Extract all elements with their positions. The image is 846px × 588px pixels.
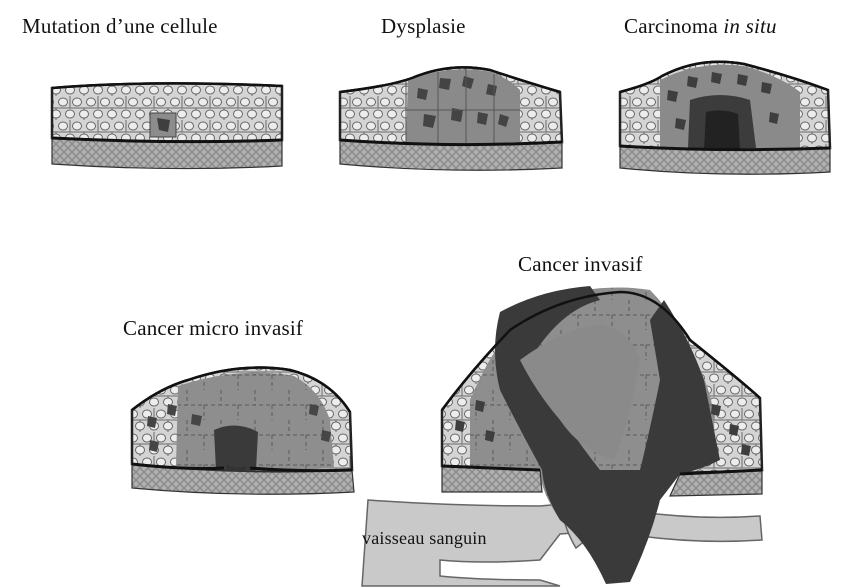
panel-in-situ — [620, 62, 830, 175]
panel-dysplasia — [340, 67, 562, 170]
panel-micro-invasive — [132, 368, 354, 495]
panel-mutation — [52, 83, 282, 168]
label-in-situ: Carcinoma in situ — [624, 14, 777, 39]
label-mutation: Mutation d’une cellule — [22, 14, 218, 39]
label-dysplasia: Dysplasie — [381, 14, 466, 39]
label-blood-vessel: vaisseau sanguin — [362, 528, 487, 549]
label-invasive: Cancer invasif — [518, 252, 643, 277]
label-micro-invasive: Cancer micro invasif — [123, 316, 303, 341]
